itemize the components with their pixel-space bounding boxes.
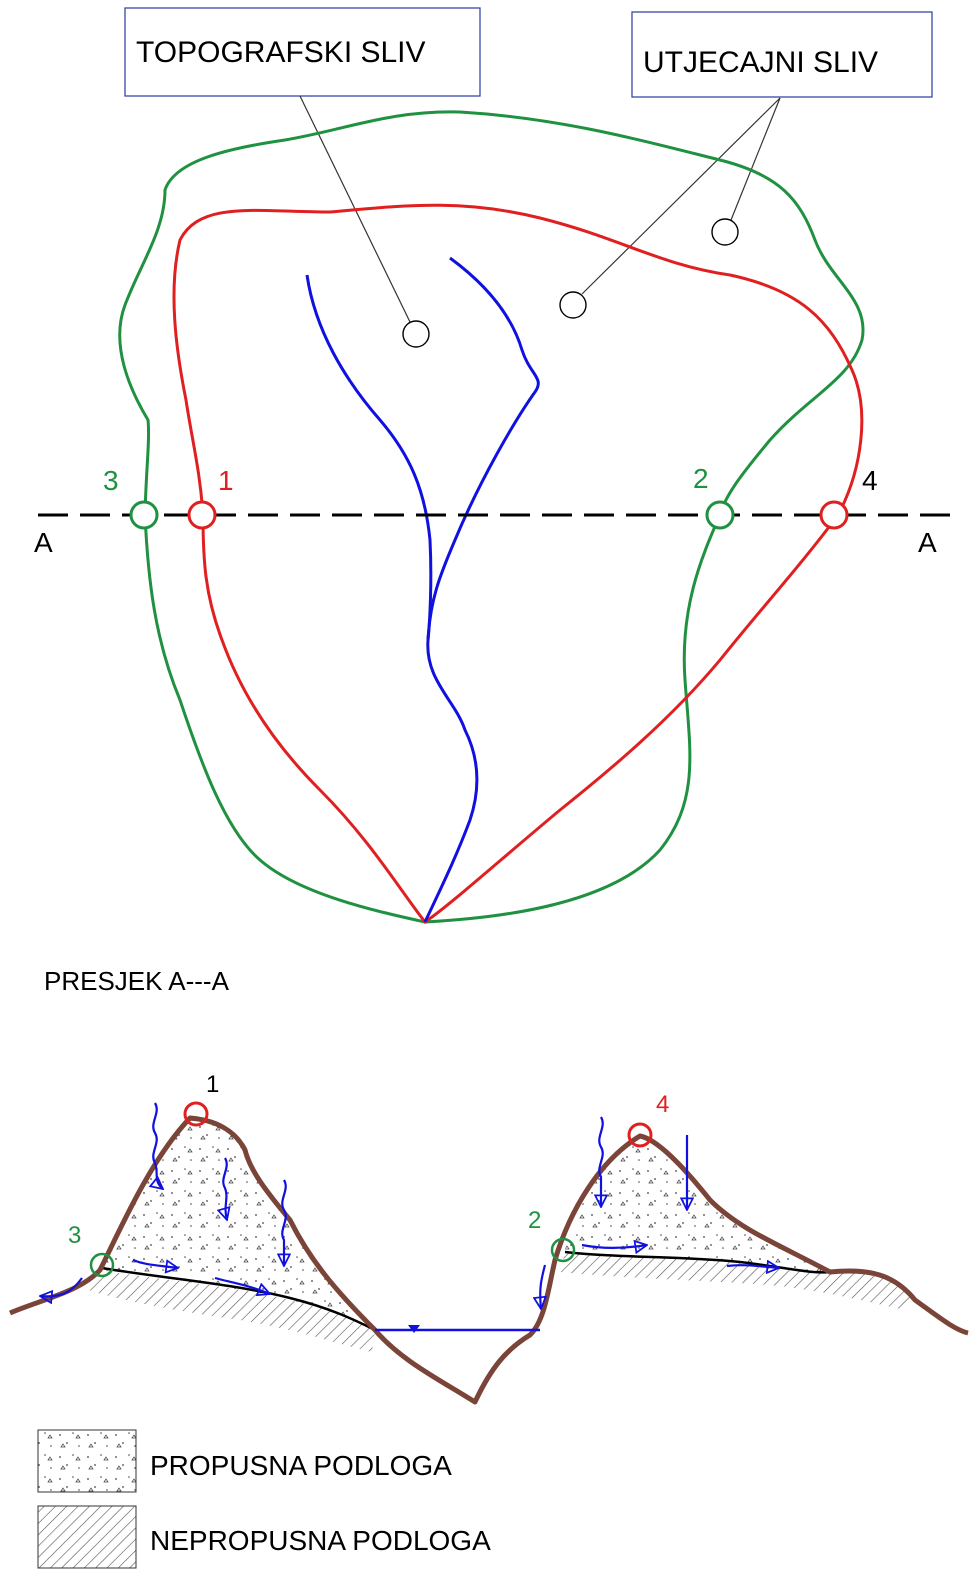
point-4-label: 4 <box>862 465 878 496</box>
lateral-flow-arrow <box>581 1245 647 1248</box>
river-left-branch <box>305 274 433 641</box>
legend-swatch-impermeable <box>37 1505 137 1569</box>
infiltration-arrow <box>540 1264 545 1309</box>
lateral-flow-arrow <box>726 1265 779 1268</box>
influence-watershed-boundary <box>118 110 865 924</box>
lateral-flow-arrow <box>40 1277 83 1296</box>
point-4-marker <box>819 500 849 530</box>
impermeable-interface-left <box>101 1266 376 1332</box>
infiltration-arrows <box>153 1102 687 1309</box>
point-1-label: 1 <box>218 465 234 496</box>
profile-point-1-marker <box>183 1101 209 1127</box>
infiltration-arrow <box>282 1179 285 1266</box>
profile-point-3-label: 3 <box>68 1222 81 1249</box>
utjecajni-leader-marker-b <box>711 218 739 246</box>
topo-leader-marker <box>402 320 430 348</box>
point-3-marker <box>129 500 159 530</box>
terrain-profile <box>9 1115 969 1405</box>
infiltration-arrow <box>599 1116 602 1207</box>
utjecajni-leader-line-a <box>581 97 781 295</box>
profile-point-3-marker <box>89 1252 115 1278</box>
point-2-marker <box>705 500 735 530</box>
section-title: PRESJEK A---A <box>44 966 230 996</box>
lateral-flow-arrow <box>214 1276 270 1294</box>
section-label-right: A <box>918 527 937 558</box>
river-main-channel <box>423 256 540 923</box>
utjecajni-leader-line-b <box>730 97 781 221</box>
utjecajni-label-text: UTJECAJNI SLIV <box>643 46 878 79</box>
water-level-marker <box>408 1325 420 1333</box>
utjecajni-label-box <box>631 11 933 98</box>
profile-point-4-label: 4 <box>656 1091 669 1118</box>
profile-point-2-marker <box>550 1237 576 1263</box>
impermeable-layer-left <box>88 1270 375 1352</box>
point-2-label: 2 <box>693 463 709 494</box>
utjecajni-leader-marker-a <box>559 291 587 319</box>
point-1-marker <box>187 500 217 530</box>
infiltration-arrow <box>223 1157 227 1220</box>
topo-label-box <box>124 7 481 97</box>
profile-point-4-marker <box>627 1122 653 1148</box>
impermeable-layer-right <box>560 1252 915 1310</box>
impermeable-interface-right <box>564 1250 833 1274</box>
profile-point-1-label: 1 <box>206 1071 219 1098</box>
point-3-label: 3 <box>103 465 119 496</box>
lateral-flow-arrow <box>132 1258 178 1268</box>
legend-label-impermeable: NEPROPUSNA PODLOGA <box>150 1525 491 1556</box>
topo-label-text: TOPOGRAFSKI SLIV <box>136 36 426 69</box>
infiltration-arrow <box>153 1102 163 1189</box>
legend-swatch-permeable <box>37 1429 137 1493</box>
topographic-watershed-boundary <box>172 203 864 925</box>
profile-point-2-label: 2 <box>528 1207 541 1234</box>
section-label-left: A <box>34 527 53 558</box>
legend-label-permeable: PROPUSNA PODLOGA <box>150 1450 452 1481</box>
lateral-flow-arrows <box>40 1245 779 1296</box>
